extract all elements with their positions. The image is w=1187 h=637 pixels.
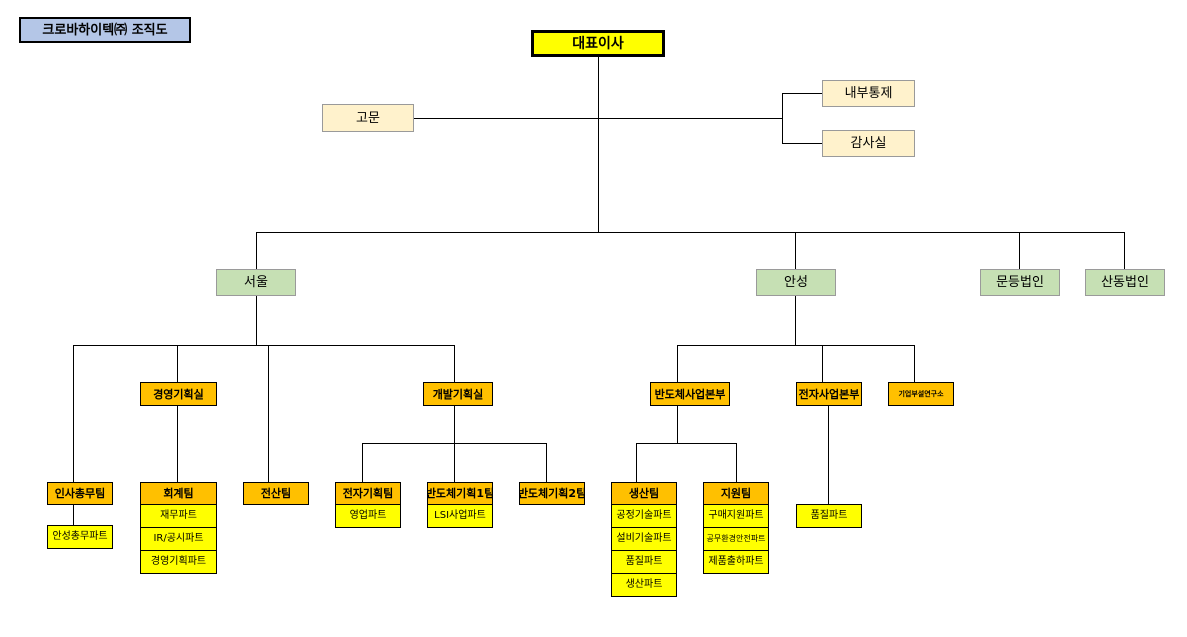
site-anseong: 안성 bbox=[756, 269, 836, 296]
team-semi-planning-2: 반도체기획2팀 bbox=[519, 482, 585, 505]
connector bbox=[677, 345, 678, 382]
part-elec-quality: 품질파트 bbox=[796, 504, 862, 528]
division-electronics: 전자사업본부 bbox=[796, 382, 862, 406]
connector bbox=[677, 345, 915, 346]
team-support: 지원팀 bbox=[703, 482, 769, 505]
part-accounting-0: 재무파트 bbox=[140, 504, 217, 528]
connector bbox=[546, 443, 547, 482]
research-lab: 기업부설연구소 bbox=[888, 382, 954, 406]
connector bbox=[636, 443, 637, 482]
site-mundeung: 문등법인 bbox=[980, 269, 1060, 296]
connector bbox=[1019, 232, 1020, 269]
ceo-box: 대표이사 bbox=[531, 30, 665, 57]
part-support-0: 구매지원파트 bbox=[703, 504, 769, 528]
part-support-2: 제품출하파트 bbox=[703, 550, 769, 574]
part-sales: 영업파트 bbox=[335, 504, 401, 528]
connector bbox=[736, 443, 737, 482]
connector bbox=[828, 406, 829, 504]
part-lsi: LSI사업파트 bbox=[427, 504, 493, 528]
division-semiconductor: 반도체사업본부 bbox=[650, 382, 730, 406]
team-hr: 인사총무팀 bbox=[47, 482, 113, 505]
team-accounting: 회계팀 bbox=[140, 482, 217, 505]
part-accounting-1: IR/공시파트 bbox=[140, 527, 217, 551]
connector bbox=[782, 93, 783, 144]
connector bbox=[73, 345, 74, 482]
part-hr-anseong: 안성총무파트 bbox=[47, 525, 113, 549]
team-elec-planning: 전자기획팀 bbox=[335, 482, 401, 505]
connector bbox=[73, 345, 455, 346]
site-sandong: 산동법인 bbox=[1085, 269, 1165, 296]
part-support-1: 공무환경안전파트 bbox=[703, 527, 769, 551]
connector bbox=[256, 232, 1125, 233]
connector bbox=[256, 296, 257, 345]
connector bbox=[177, 406, 178, 482]
connector bbox=[677, 406, 678, 443]
connector bbox=[822, 345, 823, 382]
site-seoul: 서울 bbox=[216, 269, 296, 296]
connector bbox=[795, 296, 796, 345]
connector bbox=[795, 232, 796, 269]
dept-mgmt-planning: 경영기획실 bbox=[140, 382, 217, 406]
team-production: 생산팀 bbox=[611, 482, 677, 505]
connector bbox=[454, 406, 455, 482]
part-production-1: 설비기술파트 bbox=[611, 527, 677, 551]
connector bbox=[914, 345, 915, 382]
chart-title: 크로바하이텍㈜ 조직도 bbox=[19, 17, 191, 43]
part-production-3: 생산파트 bbox=[611, 573, 677, 597]
connector bbox=[268, 345, 269, 482]
part-production-0: 공정기술파트 bbox=[611, 504, 677, 528]
dept-dev-planning: 개발기획실 bbox=[423, 382, 493, 406]
team-semi-planning-1: 반도체기획1팀 bbox=[427, 482, 493, 505]
connector bbox=[362, 443, 363, 482]
connector bbox=[414, 118, 783, 119]
connector bbox=[782, 93, 822, 94]
part-accounting-2: 경영기획파트 bbox=[140, 550, 217, 574]
connector bbox=[362, 443, 547, 444]
connector bbox=[782, 143, 822, 144]
advisor-box: 고문 bbox=[322, 104, 414, 132]
connector bbox=[636, 443, 737, 444]
connector bbox=[256, 232, 257, 269]
internal-control-box: 내부통제 bbox=[822, 80, 915, 107]
connector bbox=[598, 55, 599, 232]
connector bbox=[177, 345, 178, 382]
connector bbox=[1124, 232, 1125, 269]
part-production-2: 품질파트 bbox=[611, 550, 677, 574]
connector bbox=[454, 345, 455, 382]
audit-office-box: 감사실 bbox=[822, 130, 915, 157]
team-it: 전산팀 bbox=[243, 482, 309, 505]
connector bbox=[73, 505, 74, 525]
